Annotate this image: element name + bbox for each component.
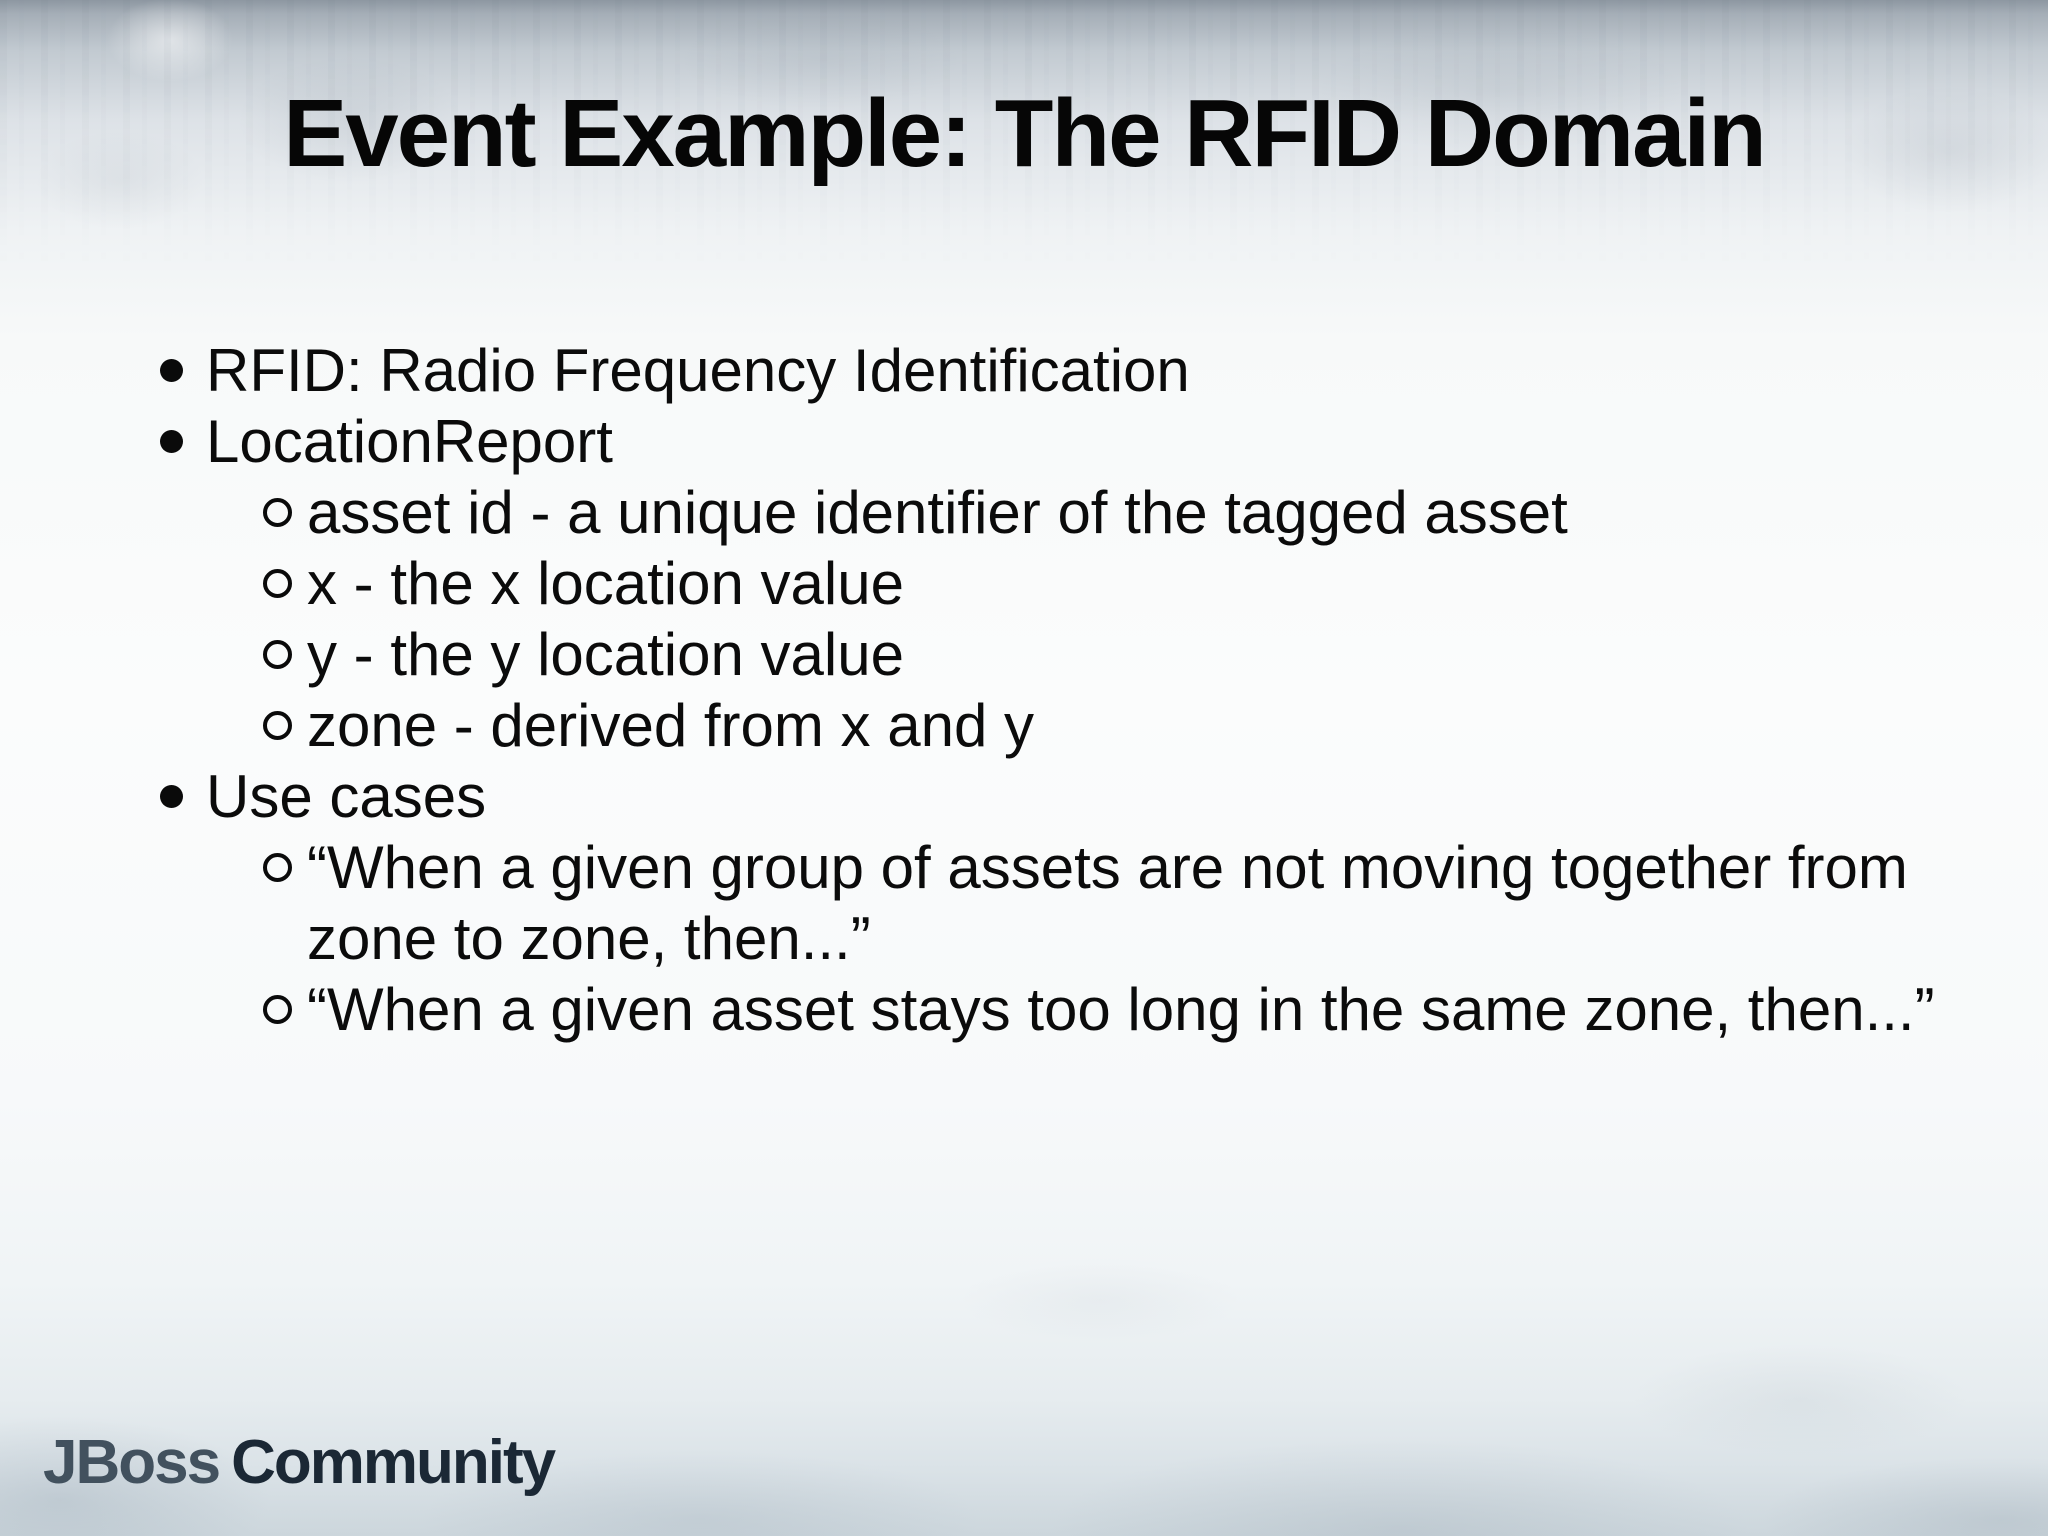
hollow-bullet-icon — [263, 640, 292, 669]
bullet-row: RFID: Radio Frequency Identification — [160, 335, 2028, 406]
filled-bullet-icon — [160, 430, 183, 453]
bullet-text: Use cases — [206, 763, 487, 830]
sub-bullet-text: asset id - a unique identifier of the ta… — [307, 479, 1568, 546]
sub-bullet-text: “When a given group of assets are not mo… — [307, 834, 1908, 972]
brand-jboss-text: JBoss — [43, 1428, 221, 1497]
brand-community-text: Community — [231, 1428, 556, 1497]
hollow-bullet-icon — [263, 711, 292, 740]
sub-bullet-row: asset id - a unique identifier of the ta… — [263, 477, 2028, 548]
sub-bullet-text: zone - derived from x and y — [307, 692, 1035, 759]
filled-bullet-icon — [160, 359, 183, 382]
sub-bullet-row: x - the x location value — [263, 548, 2028, 619]
hollow-bullet-icon — [263, 569, 292, 598]
hollow-bullet-icon — [263, 853, 292, 882]
bullet-text: LocationReport — [206, 408, 613, 475]
bullet-list: RFID: Radio Frequency Identification Loc… — [160, 335, 2028, 1045]
hollow-bullet-icon — [263, 995, 292, 1024]
sub-bullet-text: “When a given asset stays too long in th… — [307, 976, 1935, 1043]
sub-bullet-row: “When a given group of assets are not mo… — [263, 832, 2028, 974]
bullet-row: LocationReport — [160, 406, 2028, 477]
filled-bullet-icon — [160, 785, 183, 808]
sub-bullet-row: zone - derived from x and y — [263, 690, 2028, 761]
sub-bullet-text: y - the y location value — [307, 621, 904, 688]
bullet-row: Use cases — [160, 761, 2028, 832]
slide-title: Event Example: The RFID Domain — [283, 80, 1767, 187]
bullet-text: RFID: Radio Frequency Identification — [206, 337, 1190, 404]
sub-bullet-row: y - the y location value — [263, 619, 2028, 690]
sub-bullet-text: x - the x location value — [307, 550, 904, 617]
hollow-bullet-icon — [263, 498, 292, 527]
sub-bullet-row: “When a given asset stays too long in th… — [263, 974, 2028, 1045]
